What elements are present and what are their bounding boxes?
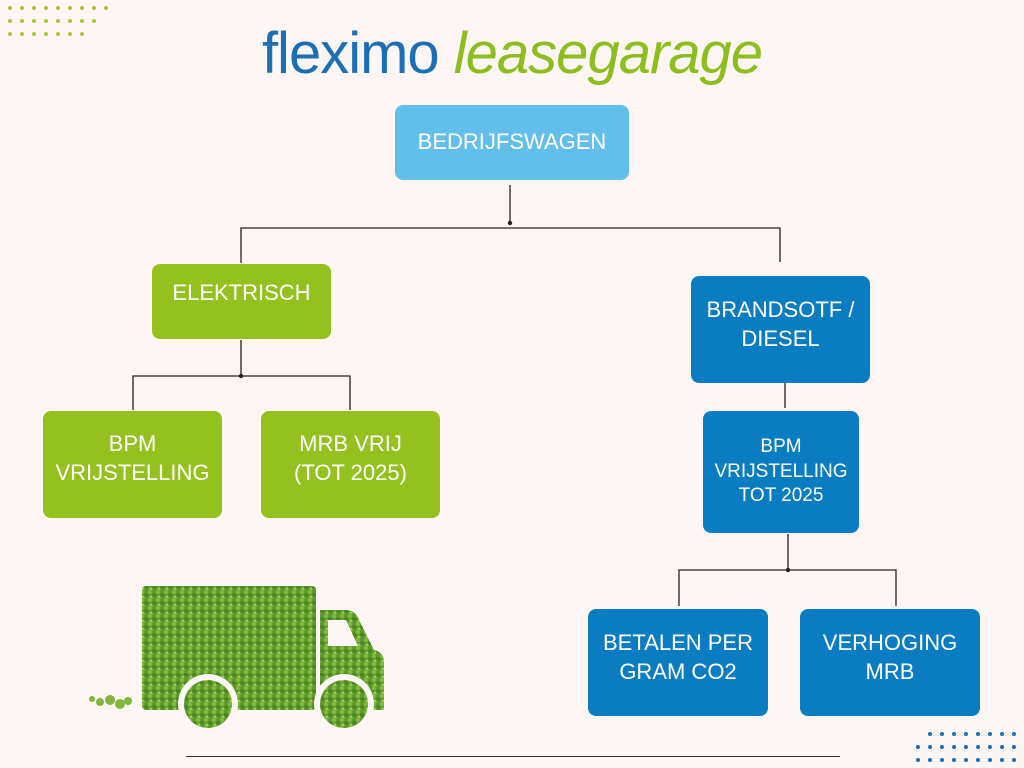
node-betalen-per-gram-co2-label: BETALEN PER GRAM CO2 xyxy=(603,629,753,684)
logo-brand: fleximo xyxy=(261,21,440,86)
dot-pattern-bottom-right xyxy=(916,732,1016,762)
node-bpm-vrijstelling-2025: BPM VRIJSTELLING TOT 2025 xyxy=(703,411,859,533)
node-elektrisch: ELEKTRISCH xyxy=(152,264,331,339)
dot-pattern-top-left xyxy=(8,6,108,36)
green-truck-icon xyxy=(89,586,384,732)
node-betalen-per-gram-co2: BETALEN PER GRAM CO2 xyxy=(588,609,768,716)
node-mrb-vrij: MRB VRIJ (TOT 2025) xyxy=(261,411,440,518)
node-brandstof-diesel: BRANDSOTF / DIESEL xyxy=(691,276,870,383)
node-verhoging-mrb-label: VERHOGING MRB xyxy=(822,629,958,684)
node-bpm-vrijstelling: BPM VRIJSTELLING xyxy=(43,411,222,518)
node-bpm-vrijstelling-2025-label: BPM VRIJSTELLING TOT 2025 xyxy=(714,435,848,507)
node-verhoging-mrb: VERHOGING MRB xyxy=(800,609,980,716)
node-brandstof-diesel-label: BRANDSOTF / DIESEL xyxy=(706,296,855,351)
node-elektrisch-label: ELEKTRISCH xyxy=(172,280,311,306)
node-mrb-vrij-label: MRB VRIJ (TOT 2025) xyxy=(294,430,407,485)
node-bedrijfswagen: BEDRIJFSWAGEN xyxy=(395,105,629,180)
logo-subtitle: leasegarage xyxy=(453,21,763,86)
footer-divider xyxy=(186,756,840,757)
node-bpm-vrijstelling-label: BPM VRIJSTELLING xyxy=(55,430,210,485)
node-bedrijfswagen-label: BEDRIJFSWAGEN xyxy=(417,129,607,155)
logo: fleximo leasegarage xyxy=(0,18,1024,90)
